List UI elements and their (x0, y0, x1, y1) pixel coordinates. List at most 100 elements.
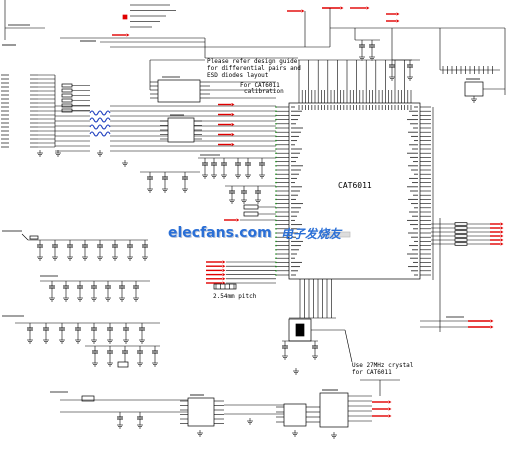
net-label-arrow (340, 6, 344, 10)
design-guide-line-1: Please refer design guide (207, 58, 298, 65)
switch-ic (167, 117, 195, 143)
watermark-cn: 电子发烧友 (281, 227, 343, 241)
bottom-ic-2 (283, 403, 307, 427)
net-label-arrow (490, 325, 494, 329)
net-label-arrow (388, 414, 392, 418)
pin-dot (275, 190, 277, 192)
pin-dot (275, 152, 277, 154)
crystal-note-line-1: Use 27MHz crystal (352, 362, 414, 369)
pin-dot (275, 215, 277, 217)
watermark-site-shadow: elecfans.com (169, 226, 273, 242)
net-label-arrow (366, 6, 370, 10)
pin-dot (275, 253, 277, 255)
pin-dot (275, 173, 277, 175)
bottom-ic-3 (319, 392, 349, 428)
calibration-note: For CAT6011 calibration (240, 82, 284, 95)
bottom-ic-1 (187, 397, 215, 427)
pin-dot (275, 160, 277, 163)
net-label-arrow (231, 112, 235, 117)
net-label-arrow (500, 234, 504, 238)
calibration-line-2: calibration (244, 88, 284, 95)
net-label-arrow (222, 264, 226, 268)
pin-dot (275, 165, 277, 167)
net-label-arrow (231, 132, 235, 137)
net-label-arrow (388, 400, 392, 404)
net-label-arrow (500, 230, 504, 234)
pin-dot (275, 232, 277, 234)
pin-dot (275, 194, 277, 196)
pin-dot (275, 186, 277, 188)
pin-dot (275, 257, 277, 260)
chip-label: CAT6011 (338, 181, 372, 190)
net-label-arrow (222, 268, 226, 272)
net-label-arrow (500, 238, 504, 242)
elecfans-watermark: elecfans.com elecfans.com 电子发烧友 (168, 225, 343, 242)
pin-dot (275, 114, 277, 117)
ferrite-bead (29, 235, 39, 240)
design-guide-line-3: ESD diodes layout (207, 72, 269, 79)
pin-dot (275, 106, 277, 108)
net-label-arrow (500, 226, 504, 230)
esd-diode (89, 110, 111, 116)
pin-dot (275, 265, 277, 268)
pin-dot (275, 156, 277, 159)
net-label-arrow (231, 142, 235, 147)
pin-dot (275, 244, 277, 247)
pin-dot (275, 135, 277, 138)
net-label-arrow (231, 122, 235, 127)
cat6011-chip-body (288, 102, 421, 280)
pin-dot (275, 181, 277, 184)
pin-dot (275, 127, 277, 129)
net-label-arrow (388, 407, 392, 411)
pin-dot (275, 249, 277, 251)
design-guide-note: Please refer design guide for differenti… (207, 58, 301, 79)
net-label-arrow (222, 273, 226, 277)
net-label-arrow (222, 277, 226, 281)
pin-dot (275, 261, 277, 264)
net-label-arrow (396, 12, 400, 16)
esd-diode (89, 124, 111, 130)
esd-diode (89, 131, 111, 137)
pin-dot (275, 169, 277, 171)
net-label-arrow (126, 33, 130, 37)
pin-dot (275, 211, 277, 213)
pin-dot (275, 144, 277, 146)
pin-dot (275, 131, 277, 133)
pin-dot (275, 274, 277, 276)
net-label-arrow (500, 222, 504, 226)
pin-dot (275, 177, 277, 180)
pin-dot (275, 270, 277, 272)
pin-dot (275, 228, 277, 230)
crystal-note-line-2: for CAT6011 (352, 369, 392, 376)
net-label-arrow (396, 19, 400, 23)
pin-dot (275, 207, 277, 209)
schematic-wiring (1, 0, 506, 439)
note-leader (344, 329, 353, 363)
crystal-element (295, 323, 305, 337)
net-label-arrow (231, 102, 235, 107)
pin-dot (275, 139, 277, 142)
crystal-note: Use 27MHz crystal for CAT6011 (352, 362, 414, 376)
regulator-ic (464, 81, 484, 97)
design-guide-line-2: for differential pairs and (207, 65, 301, 72)
net-label-arrow (236, 218, 240, 222)
watermark-site: elecfans.com (168, 225, 272, 241)
buffer-ic (157, 79, 201, 103)
pin-dot (275, 148, 277, 150)
pin-dot (275, 240, 277, 243)
chip-ref-mark (321, 231, 351, 238)
regulator-mark (117, 361, 129, 368)
pin-dot (275, 110, 277, 112)
esd-diode (89, 117, 111, 123)
net-label-arrow (301, 9, 305, 13)
net-label-arrow (490, 319, 494, 323)
pin-dot (275, 123, 277, 125)
pin-dot (275, 223, 277, 226)
net-label-arrow (222, 260, 226, 264)
pin-dot (275, 198, 277, 201)
title-marker (122, 14, 128, 20)
pin-dot (275, 202, 277, 205)
pitch-note: 2.54mm pitch (213, 293, 257, 300)
